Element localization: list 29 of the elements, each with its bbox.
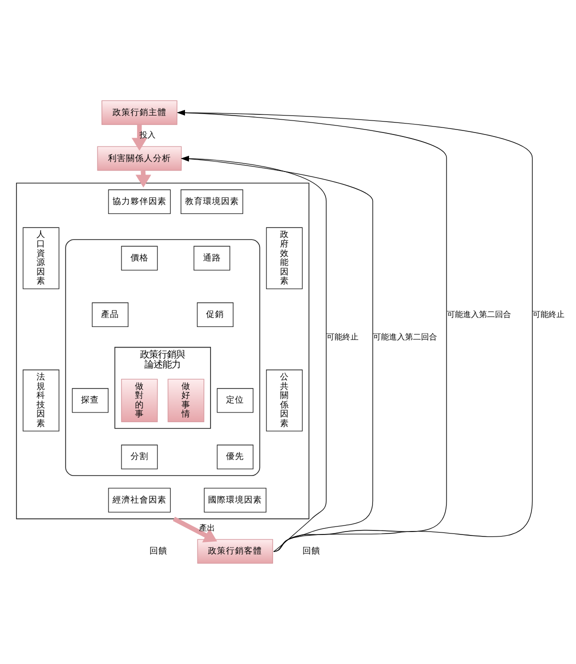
node-box: 公共關係因素 (266, 370, 303, 432)
node-box: 促銷 (196, 302, 234, 328)
cluster (16, 182, 310, 520)
arrow (176, 110, 533, 552)
node-box: 定位 (216, 388, 254, 413)
node-box: 通路 (194, 246, 230, 270)
node-box: 分割 (121, 444, 158, 470)
node-box: 政府效能因素 (266, 227, 303, 290)
node-box: 法規科技因素 (22, 370, 60, 432)
label: 回饋 (302, 546, 321, 557)
node-box: 國際環境因素 (204, 488, 266, 512)
node-box: 利害關係人分析 (97, 146, 182, 171)
node-box: 做好事情 (168, 378, 204, 422)
node-box: 優先 (216, 444, 254, 470)
arrow (172, 516, 218, 542)
node-box: 價格 (121, 246, 158, 270)
node-box: 人口資源因素 (22, 227, 60, 290)
node-box: 做對的事 (121, 378, 158, 422)
node-box: 產品 (92, 302, 128, 328)
node-box: 教育環境因素 (180, 189, 244, 214)
cluster (65, 239, 260, 476)
arrow (132, 124, 148, 151)
node-box: 政策行銷主體 (102, 100, 178, 125)
node-box: 政策行銷客體 (197, 539, 274, 564)
label: 回饋 (150, 546, 168, 557)
node-box: 經濟社會因素 (108, 488, 171, 512)
node-box: 探查 (72, 388, 109, 413)
arrow (176, 110, 447, 552)
node-box: 協力夥伴因素 (108, 189, 171, 214)
